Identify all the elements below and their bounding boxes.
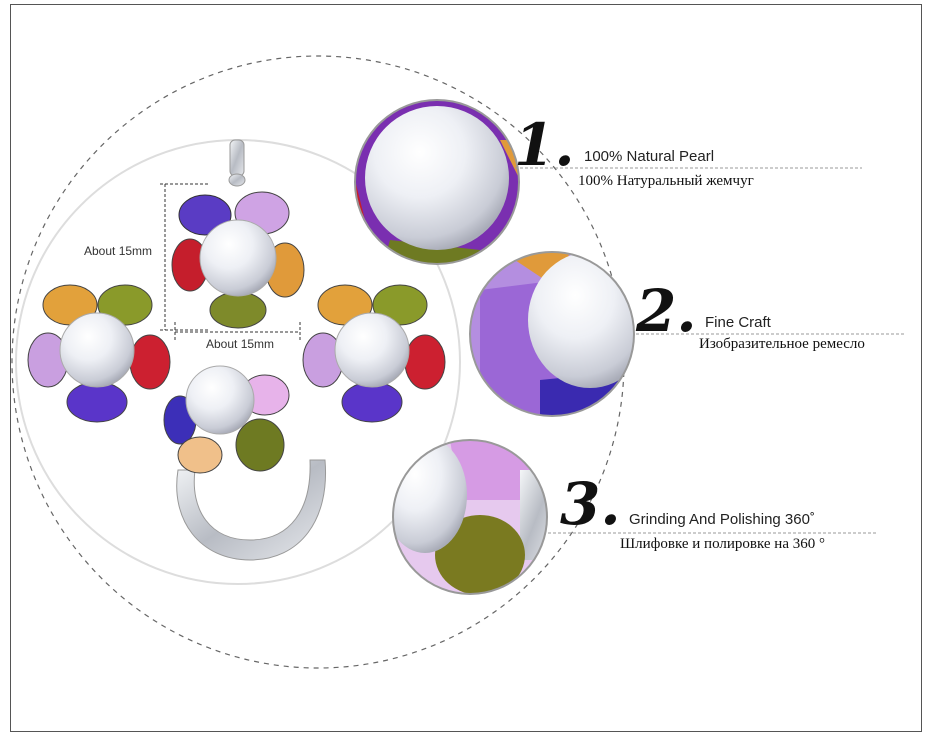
left-earring [27,284,171,423]
feature-3-number: 3. [560,470,621,538]
pendant [171,139,305,329]
feature-1-title-ru: 100% Натуральный жемчуг [578,173,754,189]
width-dimension-label: About 15mm [206,337,275,351]
feature-2-title-ru: Изобразительное ремесло [699,336,865,352]
width-dimension-line [174,322,301,342]
feature-2-number: 2. [636,277,697,345]
right-earring [302,284,446,423]
feature-2-title-en: Fine Craft [705,314,771,331]
feature-3-title-en: Grinding And Polishing 360˚ [629,511,815,528]
height-dimension-line [160,183,208,331]
height-dimension-label: About 15mm [84,244,153,258]
zoom-polish-detail [392,439,548,595]
ring [163,365,327,561]
zoom-pearl-detail [354,99,520,265]
feature-1-number: 1. [514,111,575,179]
feature-1-title-en: 100% Natural Pearl [584,148,715,165]
feature-3-title-ru: Шлифовке и полировке на 360 ° [620,536,825,552]
zoom-craft-detail [469,251,635,417]
